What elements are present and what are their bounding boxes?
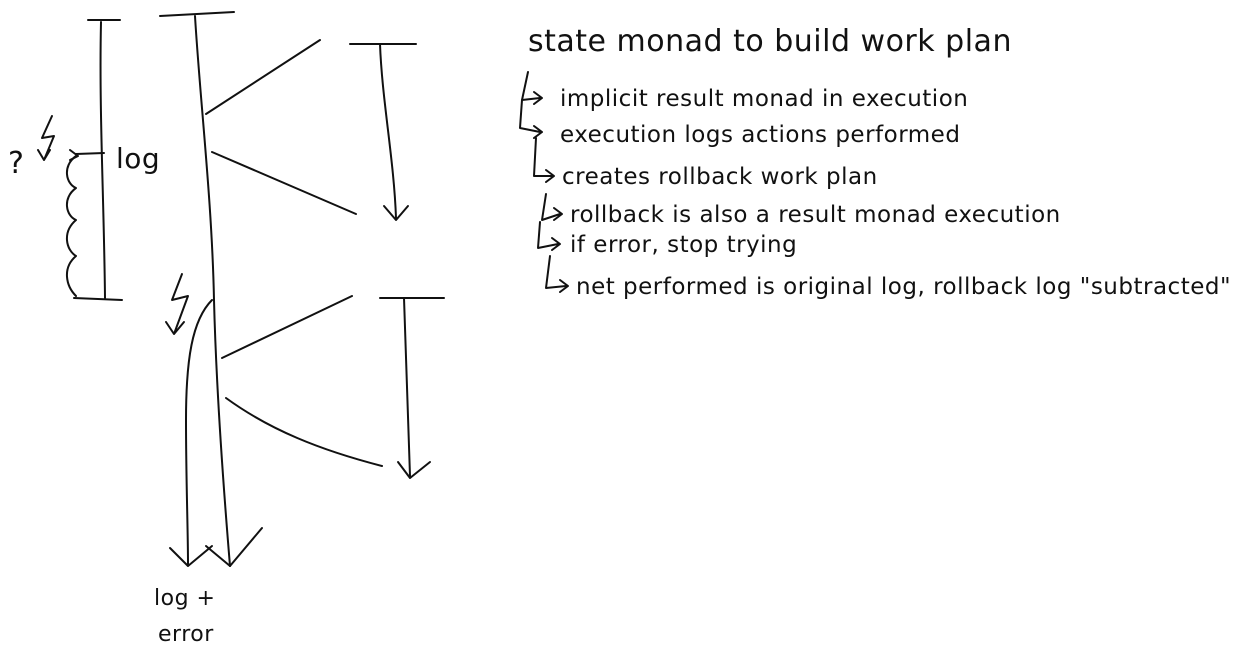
question-mark: ? — [8, 146, 25, 181]
step-3: creates rollback work plan — [562, 164, 878, 190]
end-label-line-1: log + — [154, 586, 216, 611]
upper-branch — [205, 39, 417, 221]
error-path — [169, 299, 213, 567]
end-label-line-2: error — [158, 622, 214, 647]
step-1: implicit result monad in execution — [560, 86, 969, 112]
main-timeline — [159, 11, 263, 567]
step-5: if error, stop trying — [570, 232, 798, 258]
lightning-icon-2 — [165, 273, 189, 335]
step-4: rollback is also a result monad executio… — [570, 202, 1061, 228]
log-label: log — [116, 142, 161, 175]
step-connectors — [519, 71, 569, 293]
lightning-icon — [37, 115, 55, 161]
lower-branch — [221, 295, 445, 479]
step-2: execution logs actions performed — [560, 122, 961, 148]
step-6: net performed is original log, rollback … — [576, 274, 1232, 300]
log-bracket — [73, 19, 123, 301]
diagram-title: state monad to build work plan — [528, 24, 1012, 59]
retry-loop-arrows — [66, 149, 79, 297]
